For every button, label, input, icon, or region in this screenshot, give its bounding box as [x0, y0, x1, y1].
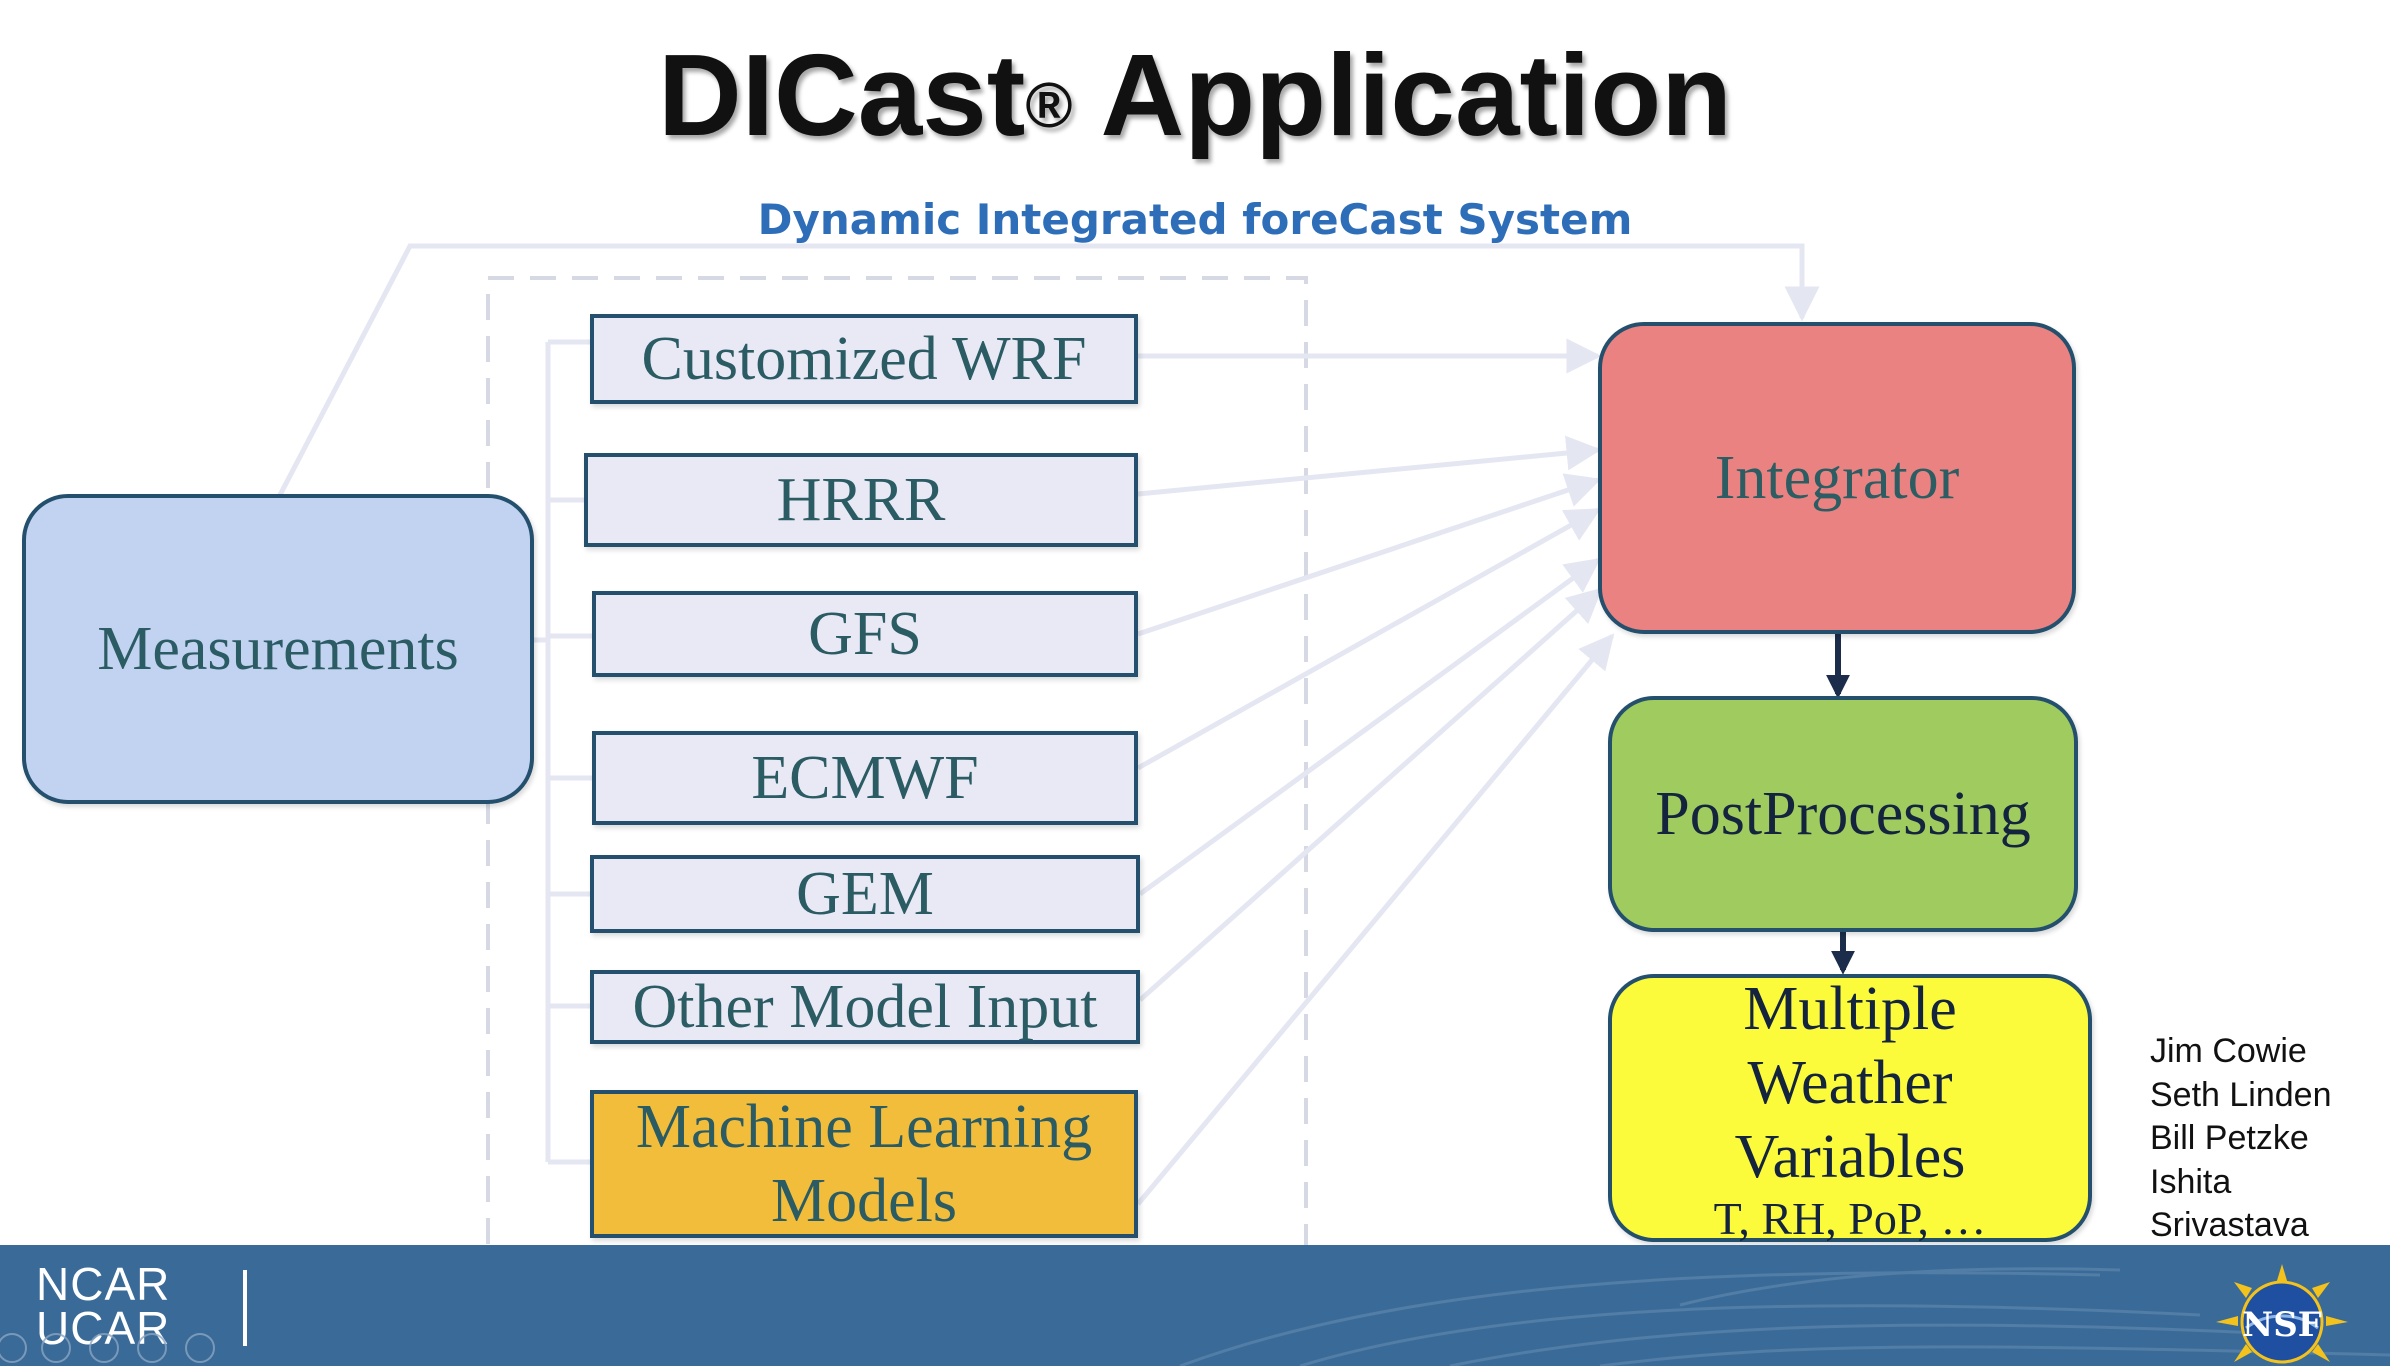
page-title: DICast® Application [657, 30, 1733, 160]
pen-icon [41, 1333, 71, 1363]
model-box-gfs: GFS [592, 591, 1138, 677]
model-box-other-model-input: Other Model Input [590, 970, 1140, 1044]
author-name: Jim Cowie [2150, 1032, 2307, 1070]
svg-text:NSF: NSF [2242, 1305, 2322, 1345]
slides-icon [89, 1333, 119, 1363]
output-line1: Multiple [1743, 975, 1957, 1043]
previous-slide-icon [0, 1333, 27, 1363]
model-box-ecmwf: ECMWF [592, 731, 1138, 825]
page-subtitle: Dynamic Integrated foreCast System [757, 195, 1633, 244]
weather-variables-box: Multiple Weather Variables T, RH, PoP, … [1608, 974, 2092, 1244]
model-box-hrrr: HRRR [584, 453, 1138, 547]
ml-label-line1: Machine Learning [635, 1093, 1093, 1161]
logo-divider [243, 1270, 247, 1346]
more-options-icon [185, 1333, 215, 1363]
nsf-logo: NSF [2216, 1264, 2348, 1364]
output-line2: Weather [1747, 1049, 1953, 1117]
measurements-box: Measurements [22, 494, 534, 804]
author-name: Srivastava [2150, 1206, 2309, 1244]
output-variables-list: T, RH, PoP, … [1713, 1193, 1987, 1244]
model-box-machine-learning: Machine Learning Models [590, 1090, 1138, 1238]
measurements-bracket [534, 339, 592, 1165]
author-name: Seth Linden [2150, 1075, 2332, 1114]
slideshow-controls[interactable] [0, 1330, 230, 1366]
ncar-ucar-logo: NCAR UCAR [36, 1258, 171, 1354]
postprocessing-box: PostProcessing [1608, 696, 2078, 932]
ml-label-line2: Models [771, 1167, 957, 1235]
footer-swirl-pattern [1179, 1267, 2390, 1366]
model-arrows [1136, 338, 1615, 1206]
footer-bar [0, 1245, 2390, 1366]
measurements-to-integrator-line [277, 243, 1820, 497]
author-name: Bill Petzke [2150, 1119, 2309, 1157]
model-box-customized-wrf: Customized WRF [590, 314, 1138, 404]
zoom-icon [137, 1333, 167, 1363]
author-name: Ishita [2150, 1162, 2232, 1201]
author-list: Jim Cowie Seth Linden Bill Petzke Ishita… [2150, 1030, 2332, 1248]
registered-mark: ® [1025, 69, 1073, 141]
output-line3: Variables [1734, 1123, 1966, 1191]
model-box-gem: GEM [590, 855, 1140, 933]
integrator-box: Integrator [1598, 322, 2076, 634]
